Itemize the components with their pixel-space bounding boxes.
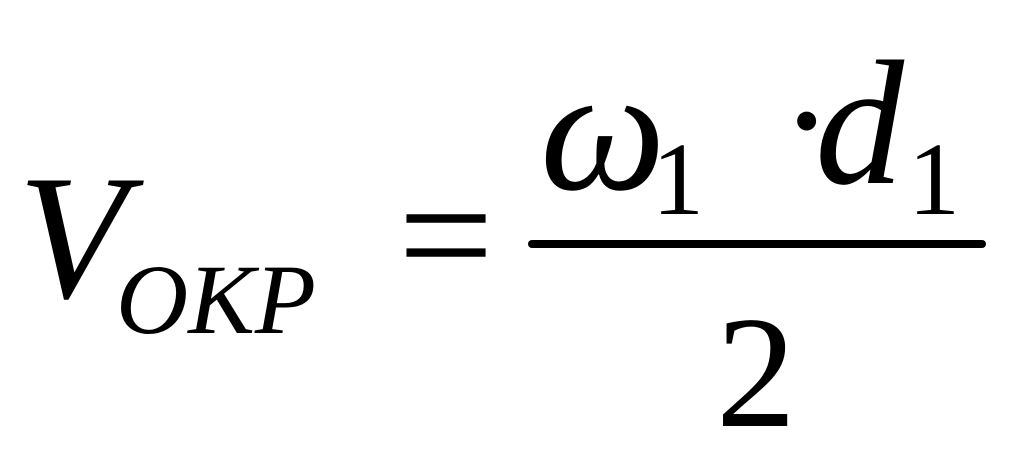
- equals-sign: =: [398, 141, 494, 329]
- numerator-d-subscript: 1: [908, 122, 960, 237]
- lhs-subscript: OKP: [116, 244, 316, 355]
- numerator-omega-subscript: 1: [652, 122, 704, 237]
- numerator-d: d: [815, 24, 904, 222]
- denominator: 2: [716, 283, 796, 461]
- lhs-symbol: V: [18, 138, 127, 336]
- numerator-omega: ω: [540, 30, 666, 228]
- multiplication-dot: ·: [780, 31, 834, 209]
- fraction-bar: [528, 240, 986, 248]
